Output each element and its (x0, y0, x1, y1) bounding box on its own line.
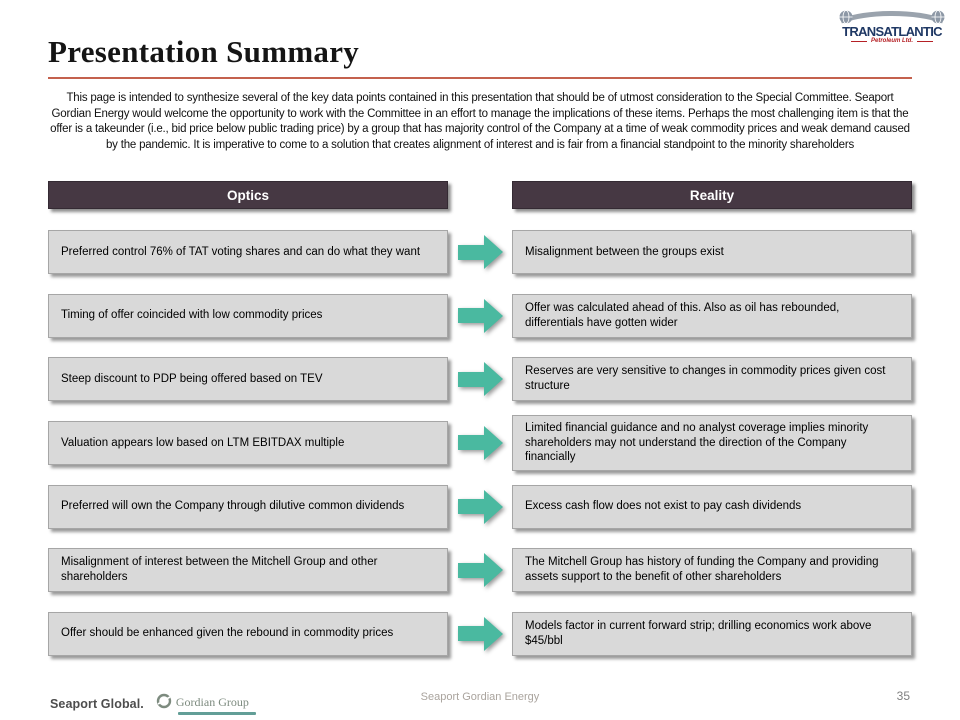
transatlantic-logo-name: TRANSATLANTIC (842, 24, 942, 39)
right-arrow-icon (457, 553, 503, 588)
arrow-zone (448, 425, 512, 460)
reality-box: Reserves are very sensitive to changes i… (512, 357, 912, 402)
gordian-group-name: Gordian Group (175, 695, 249, 709)
optics-text: Offer should be enhanced given the rebou… (61, 627, 394, 640)
comparison-row: Valuation appears low based on LTM EBITD… (48, 412, 912, 474)
optics-text: Misalignment of interest between the Mit… (61, 556, 378, 584)
reality-text: Reserves are very sensitive to changes i… (525, 365, 886, 393)
transatlantic-logo: TRANSATLANTIC Petroleum Ltd. (834, 8, 950, 45)
arrow-zone (448, 362, 512, 397)
arrow-zone (448, 553, 512, 588)
arrow-zone (448, 298, 512, 333)
page-number: 35 (896, 689, 910, 703)
reality-text: The Mitchell Group has history of fundin… (525, 556, 879, 584)
optics-column-header: Optics (48, 181, 448, 209)
optics-text: Preferred control 76% of TAT voting shar… (61, 245, 421, 258)
reality-text: Excess cash flow does not exist to pay c… (525, 500, 802, 513)
optics-box: Misalignment of interest between the Mit… (48, 548, 448, 593)
reality-text: Offer was calculated ahead of this. Also… (525, 301, 840, 329)
comparison-row: Offer should be enhanced given the rebou… (48, 603, 912, 665)
reality-text: Misalignment between the groups exist (525, 245, 724, 258)
page-title: Presentation Summary (48, 34, 360, 69)
footer-company-name: Seaport Gordian Energy (420, 691, 540, 703)
optics-text: Steep discount to PDP being offered base… (61, 372, 323, 385)
optics-box: Valuation appears low based on LTM EBITD… (48, 420, 448, 465)
right-arrow-icon (457, 425, 503, 460)
comparison-row: Preferred control 76% of TAT voting shar… (48, 221, 912, 283)
reality-box: Misalignment between the groups exist (512, 230, 912, 274)
optics-box: Preferred will own the Company through d… (48, 484, 448, 529)
arrow-zone (448, 235, 512, 269)
optics-text: Timing of offer coincided with low commo… (61, 309, 323, 322)
right-arrow-icon (457, 235, 503, 269)
seaport-global-logo: Seaport Global. (50, 697, 144, 711)
reality-box: Limited financial guidance and no analys… (512, 414, 912, 472)
comparison-row: Steep discount to PDP being offered base… (48, 348, 912, 410)
reality-box: Models factor in current forward strip; … (512, 611, 912, 656)
reality-column-header: Reality (512, 181, 912, 209)
gordian-ring-icon (156, 693, 172, 709)
gordian-group-logo: Gordian Group (156, 692, 256, 715)
comparison-row: Timing of offer coincided with low commo… (48, 285, 912, 347)
comparison-rows: Preferred control 76% of TAT voting shar… (48, 221, 912, 665)
arrow-zone (448, 489, 512, 524)
optics-box: Offer should be enhanced given the rebou… (48, 611, 448, 656)
globe-swoosh-icon (839, 10, 945, 24)
right-arrow-icon (457, 616, 503, 651)
optics-box: Preferred control 76% of TAT voting shar… (48, 230, 448, 274)
title-underline (48, 77, 912, 79)
optics-text: Preferred will own the Company through d… (61, 500, 405, 513)
footer-logos: Seaport Global. Gordian Group (50, 692, 256, 715)
reality-box: Excess cash flow does not exist to pay c… (512, 484, 912, 529)
transatlantic-logo-subtext: Petroleum Ltd. (834, 38, 950, 45)
reality-text: Limited financial guidance and no analys… (525, 421, 869, 464)
gordian-tagline (177, 712, 256, 715)
right-arrow-icon (457, 362, 503, 397)
comparison-row: Preferred will own the Company through d… (48, 476, 912, 538)
right-arrow-icon (457, 298, 503, 333)
arrow-zone (448, 616, 512, 651)
reality-box: The Mitchell Group has history of fundin… (512, 548, 912, 593)
reality-box: Offer was calculated ahead of this. Also… (512, 293, 912, 338)
optics-box: Steep discount to PDP being offered base… (48, 357, 448, 402)
optics-box: Timing of offer coincided with low commo… (48, 293, 448, 338)
intro-paragraph: This page is intended to synthesize seve… (50, 92, 910, 151)
comparison-row: Misalignment of interest between the Mit… (48, 539, 912, 601)
reality-text: Models factor in current forward strip; … (525, 620, 872, 647)
right-arrow-icon (457, 489, 503, 524)
optics-text: Valuation appears low based on LTM EBITD… (61, 436, 345, 449)
